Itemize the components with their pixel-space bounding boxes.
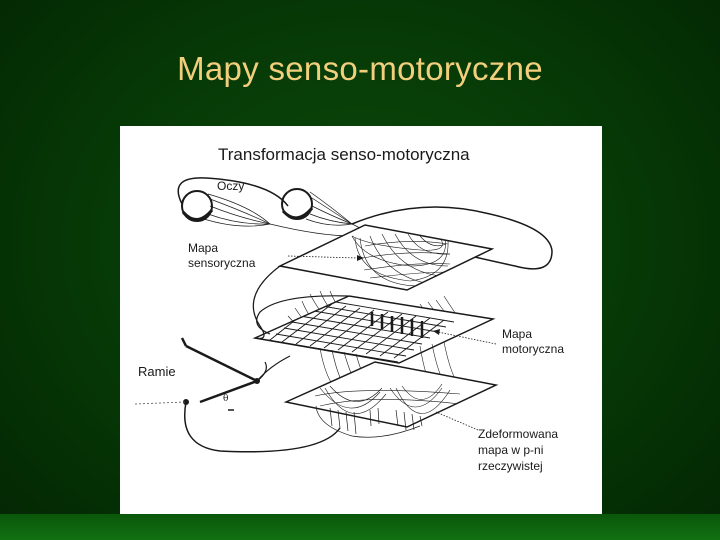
sensory-map-plane — [277, 224, 495, 291]
sensorimotor-diagram: Transformacja senso-motoryczna — [120, 126, 602, 514]
hanging-fibers — [315, 405, 423, 438]
deformed-map-label-line1: Zdeformowana — [478, 427, 558, 441]
slide-title: Mapy senso-motoryczne — [177, 50, 543, 87]
leader-lines — [287, 255, 497, 431]
deformed-map-plane — [283, 361, 499, 428]
eyes-label: Oczy — [217, 179, 244, 193]
arm-group: θ — [134, 337, 341, 453]
bottom-band — [0, 514, 720, 540]
arm-icon — [185, 344, 261, 404]
motor-map-label-line1: Mapa — [502, 327, 532, 341]
deformed-map-label-line3: rzeczywistej — [478, 459, 543, 473]
angle-symbol: θ — [223, 394, 228, 404]
eyes-group — [181, 188, 314, 222]
sensory-map-label-line1: Mapa — [188, 241, 218, 255]
deformed-map-label-line2: mapa w p-ni — [478, 443, 543, 457]
arm-label: Ramie — [138, 364, 176, 379]
motor-map-plane — [252, 295, 496, 364]
sensory-map-label-line2: sensoryczna — [188, 256, 256, 270]
figure-title: Transformacja senso-motoryczna — [218, 145, 470, 164]
diagram-canvas: Transformacja senso-motoryczna — [134, 145, 564, 473]
grid-bars — [370, 312, 424, 338]
motor-map-label-line2: motoryczna — [502, 342, 564, 356]
